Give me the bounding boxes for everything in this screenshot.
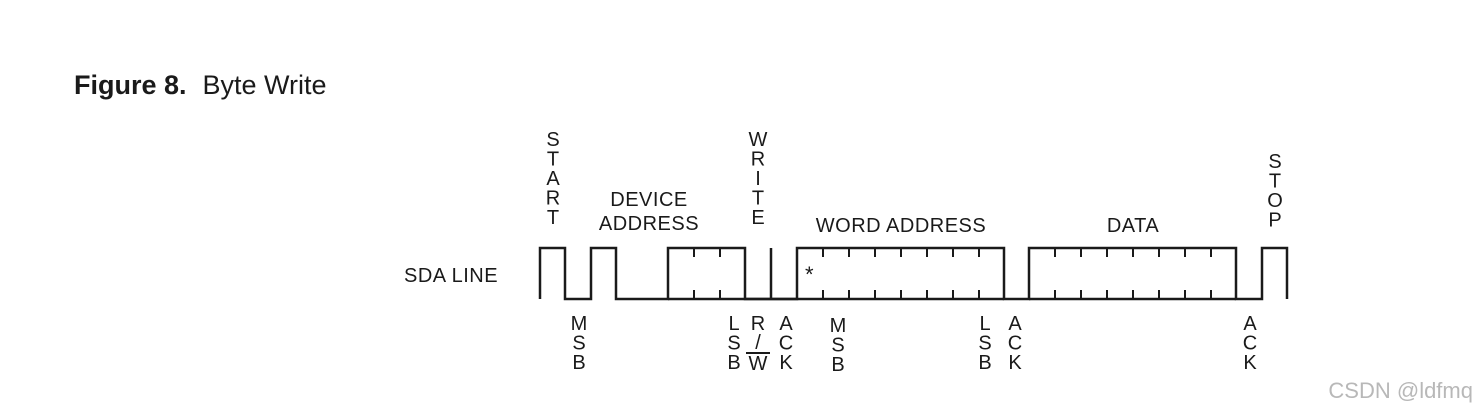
msb-label-device-char: S	[572, 333, 585, 355]
msb-label-device-char: M	[571, 313, 588, 335]
lsb-label-device-char: S	[727, 333, 740, 355]
msb-label-word-char: S	[831, 335, 844, 357]
ack-label-device-char: K	[779, 352, 793, 374]
asterisk-marker: *	[805, 262, 814, 287]
start-label-char: T	[547, 149, 559, 171]
start-label-char: S	[546, 129, 559, 151]
ack-label-word-char: A	[1008, 313, 1022, 335]
lsb-label-word-char: L	[979, 313, 990, 335]
lsb-label-word-char: B	[978, 352, 991, 374]
sda-signal-path	[538, 246, 1289, 301]
rw-label-r: R	[751, 313, 765, 335]
start-label: STARTSTART	[546, 129, 561, 229]
ack-label-data-char: A	[1243, 313, 1257, 335]
ack-label-data-char: K	[1243, 352, 1257, 374]
lsb-label-device-char: L	[728, 313, 739, 335]
lsb-label-word-char: S	[978, 333, 991, 355]
data-label: DATA	[1107, 215, 1160, 237]
device-address-label-line1: DEVICE	[610, 189, 687, 211]
sda-line-label: SDA LINE	[404, 265, 498, 287]
ack-label-device-char: A	[779, 313, 793, 335]
write-label-char: R	[751, 149, 765, 171]
stop-label: STOPSTOP	[1267, 151, 1283, 232]
lsb-label-word: LSBLSB	[978, 313, 991, 374]
start-label-char: T	[547, 207, 559, 229]
ack-label-word-char: K	[1008, 352, 1022, 374]
ack-label-device-char: C	[779, 333, 793, 355]
write-label-char: E	[751, 207, 764, 229]
ack-label-data-char: C	[1243, 333, 1257, 355]
start-label-char: R	[546, 188, 560, 210]
write-label-char: T	[752, 188, 764, 210]
write-label: WRITEWRITE	[749, 129, 768, 229]
write-label-char: I	[755, 168, 761, 190]
figure-caption: Byte Write	[202, 70, 327, 100]
msb-label-word-char: M	[830, 315, 847, 337]
stop-label-char: T	[1269, 171, 1281, 193]
ack-label-word-char: C	[1008, 333, 1022, 355]
stop-label-char: S	[1268, 151, 1281, 173]
stop-label-char: O	[1267, 190, 1283, 212]
lsb-label-device: LSBLSB	[727, 313, 740, 374]
msb-label-word-char: B	[831, 354, 844, 376]
bit-ticks	[693, 248, 1212, 299]
msb-label-device: MSBMSB	[571, 313, 588, 374]
device-address-label-line2: ADDRESS	[599, 213, 699, 235]
sda-waveform	[538, 246, 1289, 301]
word-address-label: WORD ADDRESS	[816, 215, 986, 237]
figure-number: Figure 8.	[74, 70, 187, 100]
stop-label-char: P	[1268, 210, 1281, 232]
start-label-char: A	[546, 168, 560, 190]
msb-label-word: MSBMSB	[830, 315, 847, 376]
msb-label-device-char: B	[572, 352, 585, 374]
watermark: CSDN @ldfmq	[1328, 378, 1473, 403]
rw-label-slash: /	[755, 332, 761, 354]
lsb-label-device-char: B	[727, 352, 740, 374]
rw-label-w: W	[749, 353, 768, 375]
write-label-char: W	[749, 129, 768, 151]
figure-title: Figure 8. Byte Write	[74, 70, 327, 101]
